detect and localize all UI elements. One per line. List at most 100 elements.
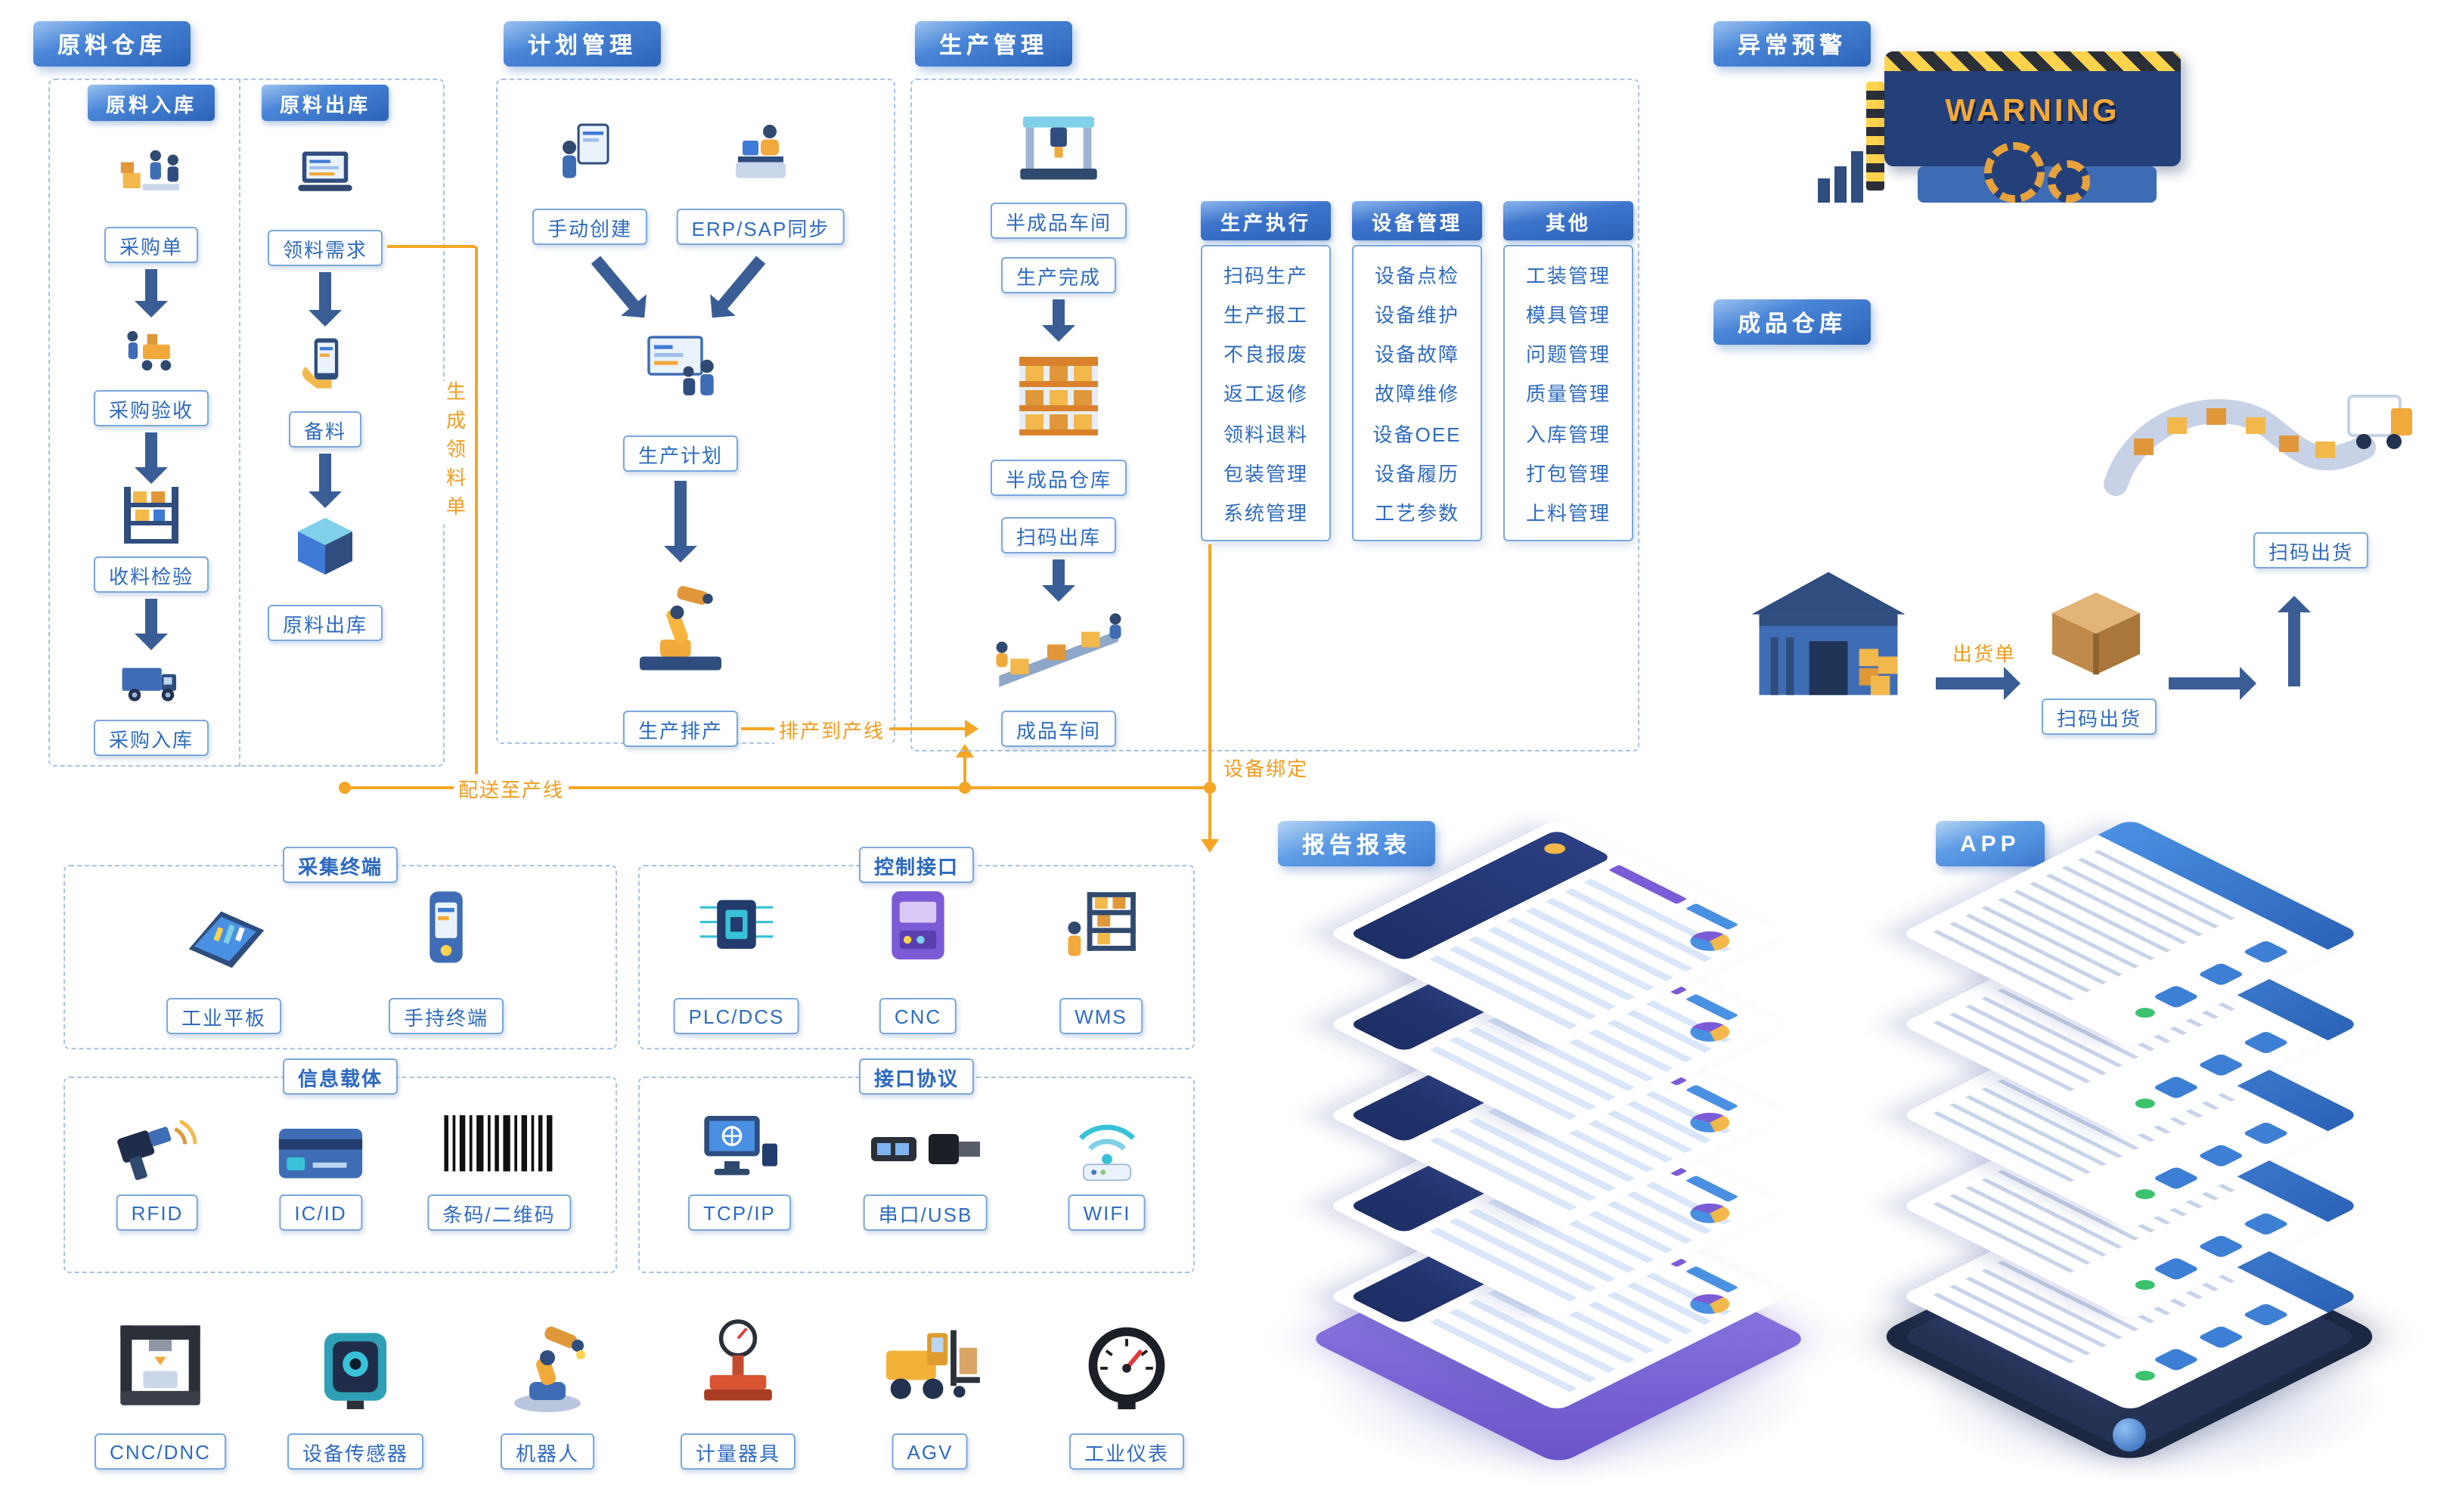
menu-item: 上料管理	[1525, 502, 1611, 525]
gear-icon	[1984, 142, 2045, 203]
device-binding-label: 设备绑定	[1219, 753, 1313, 782]
menu-item: 质量管理	[1525, 383, 1611, 406]
report-stack-graphic	[1301, 818, 1845, 1497]
carrier-item: 条码/二维码	[427, 1194, 571, 1231]
col-equipment-body: 设备点检 设备维护 设备故障 故障维修 设备OEE 设备履历 工艺参数	[1352, 245, 1482, 541]
scan-ship-top-label: 扫码出货	[2253, 532, 2369, 569]
menu-item: 设备点检	[1374, 264, 1459, 287]
flow-arrow	[1042, 559, 1075, 602]
control-item: WMS	[1059, 998, 1143, 1034]
collection-item: 手持终端	[388, 998, 504, 1034]
laptop-person-icon	[723, 118, 799, 191]
menu-item: 故障维修	[1374, 383, 1459, 406]
production-box	[910, 79, 1639, 751]
reports-badge: 报告报表	[1278, 821, 1436, 866]
collection-box	[64, 865, 617, 1049]
device-item: 设备传感器	[287, 1433, 424, 1470]
step-raw-outbound: 原料出库	[267, 605, 383, 641]
col-execution-body: 扫码生产 生产报工 不良报废 返工返修 领料退料 包装管理 系统管理	[1201, 245, 1331, 541]
menu-item: 设备履历	[1374, 463, 1459, 486]
protocol-header: 接口协议	[858, 1058, 975, 1095]
menu-item: 领料退料	[1223, 423, 1308, 446]
control-header: 控制接口	[858, 847, 975, 883]
tcpip-device-icon	[694, 1107, 785, 1185]
flow-arrow	[309, 454, 342, 508]
control-item: CNC	[879, 998, 957, 1034]
protocol-item: TCP/IP	[688, 1194, 791, 1231]
collection-header: 采集终端	[282, 847, 398, 883]
col-execution-header: 生产执行	[1201, 201, 1331, 240]
clipboard-person-icon	[554, 115, 626, 194]
pushcart-icon	[115, 318, 188, 384]
app-badge: APP	[1936, 821, 2045, 866]
menu-item: 工装管理	[1525, 264, 1611, 287]
raw-outbound-badge: 原料出库	[261, 85, 389, 121]
barcode-icon	[439, 1107, 557, 1185]
raw-inbound-badge: 原料入库	[87, 85, 216, 121]
schedule-step-label: 生产排产	[622, 711, 739, 747]
ic-card-icon	[274, 1119, 367, 1185]
line-dot	[959, 782, 971, 794]
deliver-line	[345, 786, 1210, 789]
step-receive-inspect: 收料检验	[93, 556, 209, 593]
plan-source-manual: 手动创建	[532, 209, 648, 245]
menu-item: 打包管理	[1525, 463, 1611, 486]
scan-ship-bottom-label: 扫码出货	[2041, 699, 2157, 735]
device-item: CNC/DNC	[95, 1433, 226, 1470]
industrial-tablet-icon	[175, 895, 272, 971]
receiving-shelf-icon	[115, 478, 188, 550]
device-binding-line	[1208, 544, 1211, 788]
flow-production-done: 生产完成	[1000, 257, 1117, 293]
robot-arm-icon	[623, 572, 738, 680]
menu-item: 生产报工	[1223, 303, 1308, 327]
scale-icon	[696, 1312, 780, 1415]
delivery-note-label: 出货单	[1952, 643, 2017, 665]
sensor-icon	[313, 1321, 398, 1412]
home-sphere	[2113, 1418, 2146, 1452]
agv-forklift-icon	[874, 1318, 986, 1412]
generate-picklist-label: 生成领料单	[440, 381, 469, 525]
carrier-item: RFID	[116, 1194, 199, 1231]
menu-item: 入库管理	[1525, 423, 1611, 446]
menu-item: 设备故障	[1374, 343, 1459, 367]
plan-step-label: 生产计划	[622, 435, 739, 472]
device-item: AGV	[892, 1433, 969, 1470]
flow-arrow	[1936, 667, 2020, 700]
app-stack-graphic	[1872, 818, 2435, 1497]
flow-arrow	[135, 432, 168, 484]
carton-box-icon	[2042, 587, 2151, 680]
usb-plug-icon	[862, 1116, 989, 1182]
control-item: PLC/DCS	[673, 998, 800, 1034]
device-item: 机器人	[500, 1433, 595, 1470]
schedule-line-arrow	[965, 720, 978, 738]
menu-item: 不良报废	[1223, 343, 1308, 367]
plan-badge: 计划管理	[504, 21, 662, 67]
menu-item: 系统管理	[1223, 502, 1308, 525]
storage-rack-icon	[1010, 345, 1107, 448]
warning-badge: 异常预警	[1713, 21, 1872, 67]
handheld-terminal-icon	[413, 886, 479, 974]
gauge-icon	[1080, 1318, 1174, 1412]
warning-bars-graphic	[1818, 148, 1872, 203]
menu-item: 包装管理	[1223, 463, 1308, 486]
production-badge: 生产管理	[915, 21, 1073, 67]
deliver-to-line-label: 配送至产线	[454, 774, 569, 803]
device-item: 工业仪表	[1068, 1433, 1185, 1470]
flow-arrow	[135, 269, 168, 318]
planning-board-icon	[635, 327, 726, 411]
line-dot	[339, 782, 351, 794]
robot-icon	[493, 1312, 602, 1415]
gantry-machine-icon	[1007, 103, 1110, 191]
picklist-line	[475, 246, 478, 788]
device-item: 计量器具	[680, 1433, 796, 1470]
step-prepare-material: 备料	[288, 411, 362, 448]
col-other-body: 工装管理 模具管理 问题管理 质量管理 入库管理 打包管理 上料管理	[1503, 245, 1633, 541]
step-purchase-inbound: 采购入库	[93, 720, 209, 756]
rfid-scanner-icon	[112, 1110, 203, 1188]
picklist-line	[387, 245, 475, 248]
hand-phone-icon	[289, 330, 361, 399]
flow-arrow	[1042, 299, 1075, 342]
flow-arrow-big	[664, 481, 697, 562]
flow-finished-workshop: 成品车间	[1000, 711, 1117, 747]
warning-sign-text: WARNING	[1945, 94, 2120, 129]
